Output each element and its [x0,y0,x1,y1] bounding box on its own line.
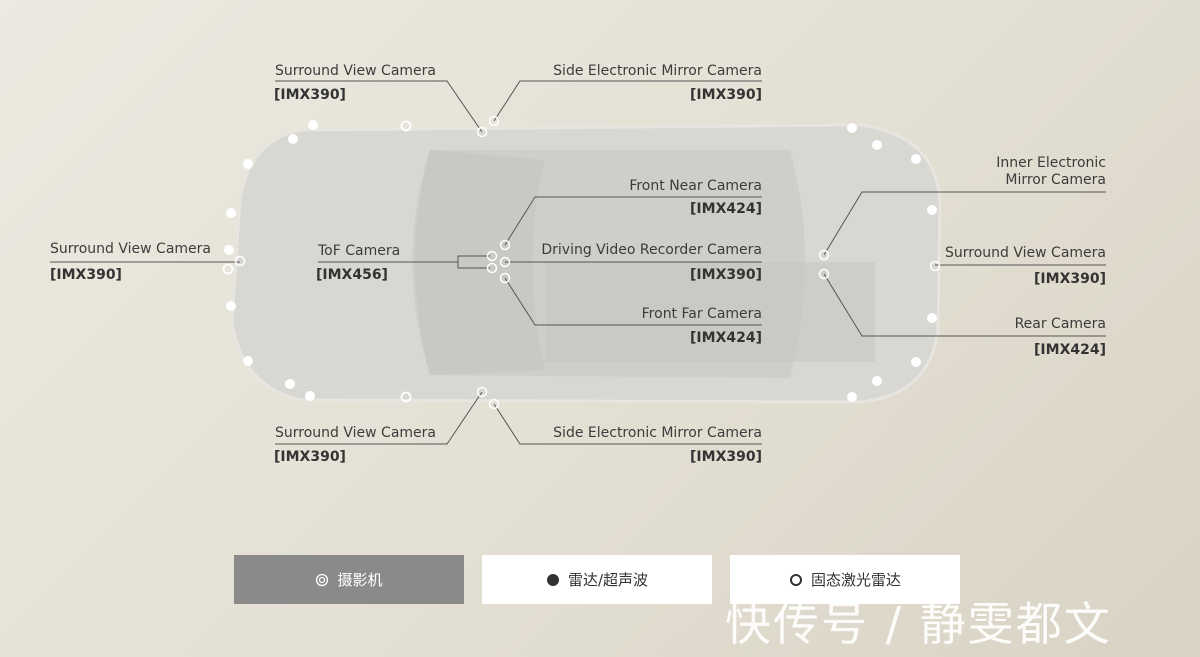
leader-lines [50,80,1106,445]
surround-rear-code: [IMX390] [1034,271,1106,287]
front-far-code: [IMX424] [690,330,762,346]
legend-lidar-label: 固态激光雷达 [810,571,901,589]
legend-camera-button[interactable]: 摄影机 [234,555,464,604]
camera-markers [234,115,941,410]
filled-dot-icon [546,573,559,586]
rear-camera-code: [IMX424] [1034,342,1106,358]
side-mirror-top-code: [IMX390] [690,87,762,103]
rear-camera-label: Rear Camera [1014,316,1106,332]
side-mirror-bottom-label: Side Electronic Mirror Camera [553,425,762,441]
legend-lidar-button[interactable]: 固态激光雷达 [730,555,960,604]
inner-mirror-label-2: Mirror Camera [1005,172,1106,188]
hollow-circle-icon [789,573,802,586]
surround-top-left-code: [IMX390] [274,87,346,103]
driving-recorder-code: [IMX390] [690,267,762,283]
legend-radar-label: 雷达/超声波 [567,571,649,589]
inner-mirror-label-1: Inner Electronic [996,155,1106,171]
car-body [230,123,942,404]
surround-bottom-left-code: [IMX390] [274,449,346,465]
front-near-code: [IMX424] [690,201,762,217]
watermark: 快传号 / 静雯都文 [725,597,1112,651]
surround-front-code: [IMX390] [50,267,122,283]
legend-radar-button[interactable]: 雷达/超声波 [482,555,712,604]
legend-camera-label: 摄影机 [337,571,383,589]
tof-code: [IMX456] [316,267,388,283]
surround-rear-label: Surround View Camera [945,245,1106,261]
surround-bottom-left-label: Surround View Camera [275,425,436,441]
driving-recorder-label: Driving Video Recorder Camera [541,242,762,258]
tof-label: ToF Camera [318,243,401,259]
front-near-label: Front Near Camera [629,178,762,194]
surround-top-left-label: Surround View Camera [275,63,436,79]
lidar-circles [222,120,412,403]
surround-front-label: Surround View Camera [50,241,211,257]
side-mirror-top-label: Side Electronic Mirror Camera [553,63,762,79]
front-far-label: Front Far Camera [641,306,762,322]
camera-ring-icon [316,573,329,586]
side-mirror-bottom-code: [IMX390] [690,449,762,465]
radar-dots [224,120,937,402]
